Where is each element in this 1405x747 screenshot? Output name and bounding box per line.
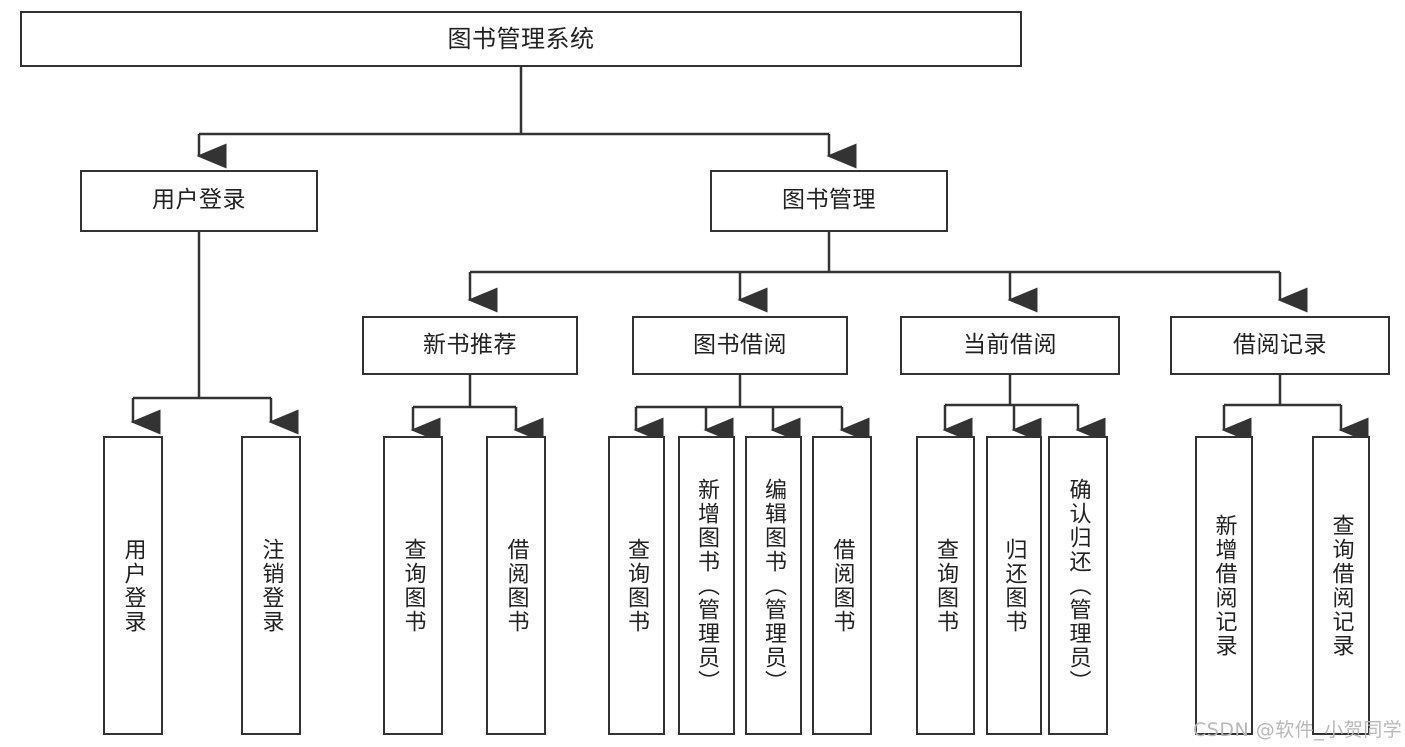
node-label: 图书借阅 — [693, 331, 787, 358]
node-label: 查询图书 — [400, 537, 426, 634]
csdn-watermark: CSDN @软件_小贺同学 — [1193, 719, 1403, 741]
node-leaf-borrow-add-book-admin[interactable]: 新增图书（管理员） — [678, 436, 735, 735]
edge-currentborrow-to-leaves — [942, 375, 1106, 443]
node-label: 查询借阅记录 — [1328, 513, 1354, 658]
node-leaf-borrow-query-book[interactable]: 查询图书 — [608, 436, 665, 735]
node-leaf-recommend-query-book[interactable]: 查询图书 — [383, 436, 443, 735]
node-label: 新增图书（管理员） — [694, 477, 720, 694]
node-label: 注销登录 — [258, 537, 284, 634]
node-root-system[interactable]: 图书管理系统 — [20, 11, 1022, 67]
node-leaf-current-return-book[interactable]: 归还图书 — [986, 436, 1042, 735]
node-label: 借阅图书 — [829, 537, 855, 634]
node-label: 图书管理 — [782, 187, 876, 214]
node-label: 新增借阅记录 — [1211, 513, 1237, 658]
node-leaf-borrow-edit-book-admin[interactable]: 编辑图书（管理员） — [745, 436, 802, 735]
node-leaf-recommend-borrow-book[interactable]: 借阅图书 — [486, 436, 546, 735]
node-label: 当前借阅 — [963, 331, 1057, 358]
node-label: 确认归还（管理员） — [1065, 477, 1091, 694]
node-label: 编辑图书（管理员） — [761, 477, 787, 694]
node-label: 借阅记录 — [1233, 331, 1327, 358]
node-leaf-record-add[interactable]: 新增借阅记录 — [1195, 436, 1253, 735]
node-book-borrow[interactable]: 图书借阅 — [632, 316, 848, 375]
node-borrow-record[interactable]: 借阅记录 — [1170, 316, 1390, 375]
edge-bookmanage-to-level2 — [467, 232, 1308, 313]
node-leaf-current-confirm-return-admin[interactable]: 确认归还（管理员） — [1048, 436, 1108, 735]
edge-borrowrecord-to-leaves — [1221, 375, 1369, 443]
edge-bookborrow-to-leaves — [633, 375, 870, 443]
node-leaf-user-logout[interactable]: 注销登录 — [241, 436, 301, 735]
node-leaf-user-login[interactable]: 用户登录 — [103, 436, 163, 735]
node-label: 查询图书 — [933, 537, 959, 634]
node-book-manage[interactable]: 图书管理 — [710, 170, 948, 232]
node-leaf-current-query-book[interactable]: 查询图书 — [916, 436, 975, 735]
node-label: 新书推荐 — [423, 331, 517, 358]
node-label: 查询图书 — [624, 537, 650, 634]
edge-userlogin-to-leaves — [130, 232, 299, 435]
node-new-book-recommend[interactable]: 新书推荐 — [362, 316, 578, 375]
edge-root-to-level1 — [196, 67, 857, 169]
node-user-login[interactable]: 用户登录 — [80, 170, 318, 232]
node-label: 用户登录 — [120, 537, 146, 634]
node-label: 借阅图书 — [503, 537, 529, 634]
edge-newbook-to-leaves — [410, 375, 544, 443]
node-label: 归还图书 — [1001, 537, 1027, 634]
node-leaf-borrow-do-borrow[interactable]: 借阅图书 — [812, 436, 872, 735]
node-label: 用户登录 — [152, 187, 246, 214]
node-leaf-record-search[interactable]: 查询借阅记录 — [1312, 436, 1370, 735]
node-current-borrow[interactable]: 当前借阅 — [900, 316, 1120, 375]
node-label: 图书管理系统 — [447, 24, 595, 53]
